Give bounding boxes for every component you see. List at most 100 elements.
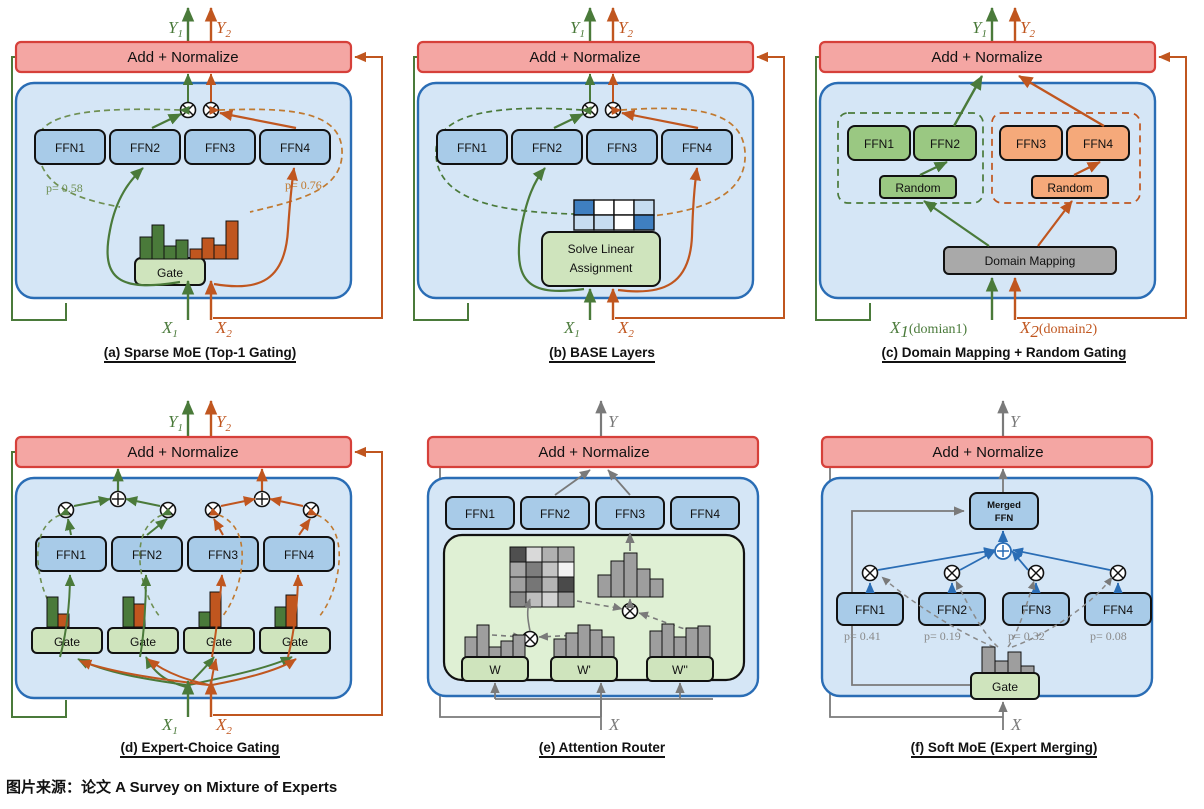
- ffn-label-4: FFN4: [1083, 137, 1113, 151]
- panel-d-caption: (d) Expert-Choice Gating: [0, 740, 400, 758]
- gate-histogram: [139, 220, 239, 260]
- panel-c-caption: (c) Domain Mapping + Random Gating: [804, 345, 1204, 363]
- ffn-label-2: FFN2: [532, 141, 562, 155]
- gate-label: Gate: [157, 266, 183, 280]
- input-label-x2: X2(domain2): [1019, 318, 1098, 341]
- prob-label-4: p= 0.08: [1090, 629, 1127, 643]
- output-label-y2: Y2: [216, 412, 231, 434]
- ffn-box-2: [111, 536, 183, 572]
- ffn-label-1: FFN1: [864, 137, 894, 151]
- prob-label-1: p= 0.41: [844, 629, 881, 643]
- weight-box-wp: [550, 656, 618, 682]
- panel-e-attention-router: Y Add + Normalize FFN1 FFN2 FFN3 FFN4: [402, 385, 802, 770]
- random-box-left: [879, 175, 957, 199]
- gate-box-3: [183, 627, 255, 654]
- input-label-x1: X1: [563, 318, 580, 340]
- attention-matrix: [509, 546, 575, 608]
- ffn-label-2: FFN2: [130, 141, 160, 155]
- multiply-node-orange: [202, 101, 220, 119]
- output-label-y1: Y1: [972, 18, 987, 40]
- ffn-label-2: FFN2: [930, 137, 960, 151]
- solve-linear-assignment-box: [541, 231, 661, 287]
- random-label-left: Random: [895, 181, 940, 195]
- panel-d-expert-choice: Y1 Y2 Add + Normalize: [0, 385, 400, 770]
- ffn-label-3: FFN3: [205, 141, 235, 155]
- output-label-y1: Y1: [168, 412, 183, 434]
- input-label-x1: X1(domian1): [889, 318, 968, 341]
- output-label-y: Y: [1010, 412, 1021, 431]
- ffn-box-2: [520, 496, 590, 530]
- ffn-label-4: FFN4: [1103, 603, 1133, 617]
- input-label-x2: X2: [215, 318, 232, 340]
- add-normalize-label: Add + Normalize: [127, 444, 238, 461]
- ffn-box-3: [999, 125, 1063, 161]
- multiply-node-2: [943, 564, 961, 582]
- add-normalize-box: [818, 40, 1157, 74]
- solve-linear-assignment-label-1: Solve Linear: [568, 242, 635, 256]
- ffn-label-1: FFN1: [855, 603, 885, 617]
- panel-a-sparse-moe: Y1 Y2 Add + Normalize: [0, 0, 400, 385]
- plus-node-green: [109, 490, 127, 508]
- ffn-box-2: [109, 129, 181, 165]
- prob-label-3: p= 0.32: [1008, 629, 1045, 643]
- add-normalize-box: [14, 435, 353, 469]
- prob-label-2: p= 0.19: [924, 629, 961, 643]
- multiply-node-lower: [521, 630, 539, 648]
- ffn-label-3: FFN3: [208, 548, 238, 562]
- ffn-label-1: FFN1: [465, 507, 495, 521]
- ffn-box-4: [1066, 125, 1130, 161]
- panel-f-soft-moe: Y Add + Normalize Merged FFN: [804, 385, 1204, 770]
- panel-c-domain-mapping: Y1 Y2 Add + Normalize FFN1 FFN2 FFN3 FFN…: [804, 0, 1204, 385]
- add-normalize-box: [426, 435, 760, 469]
- ffn-label-2: FFN2: [132, 548, 162, 562]
- router-histogram-w: [464, 624, 526, 658]
- multiply-node-green: [581, 101, 599, 119]
- panel-a-caption: (a) Sparse MoE (Top-1 Gating): [0, 345, 400, 363]
- multiply-node-1: [57, 501, 75, 519]
- input-label-x1: X1: [161, 715, 178, 737]
- weight-label-w: W: [489, 663, 501, 677]
- ffn-box-3: [586, 129, 658, 165]
- output-label-y2: Y2: [1020, 18, 1035, 40]
- ffn-box-1: [35, 536, 107, 572]
- ffn-box-1: [34, 129, 106, 165]
- prob-label-left: p= 0.58: [46, 181, 83, 195]
- add-normalize-label: Add + Normalize: [931, 49, 1042, 66]
- expert-group-domain1: [837, 112, 984, 204]
- ffn-box-3: [187, 536, 259, 572]
- panel-b-caption: (b) BASE Layers: [402, 345, 802, 363]
- gate-label-3: Gate: [206, 635, 232, 649]
- multiply-node-orange: [604, 101, 622, 119]
- ffn-label-1: FFN1: [56, 548, 86, 562]
- multiply-node-2: [159, 501, 177, 519]
- add-normalize-label: Add + Normalize: [127, 49, 238, 66]
- multiply-node-4: [1109, 564, 1127, 582]
- input-label-x2: X2: [617, 318, 634, 340]
- multiply-node-1: [861, 564, 879, 582]
- panel-e-caption: (e) Attention Router: [402, 740, 802, 758]
- add-normalize-label: Add + Normalize: [538, 444, 649, 461]
- random-label-right: Random: [1047, 181, 1092, 195]
- input-label-x: X: [608, 715, 620, 734]
- add-normalize-box: [14, 40, 353, 74]
- output-label-y1: Y1: [570, 18, 585, 40]
- domain-mapping-box: [943, 246, 1117, 275]
- plus-node-orange: [253, 490, 271, 508]
- multiply-node-3: [204, 501, 222, 519]
- merged-ffn-box: [969, 492, 1039, 530]
- output-label-y2: Y2: [618, 18, 633, 40]
- output-label-y1: Y1: [168, 18, 183, 40]
- ffn-label-3: FFN3: [607, 141, 637, 155]
- gate-label: Gate: [992, 680, 1018, 694]
- multiply-node-3: [1027, 564, 1045, 582]
- prob-label-right: p= 0.76: [285, 178, 322, 192]
- ffn-label-4: FFN4: [284, 548, 314, 562]
- gate-histogram: [981, 646, 1035, 674]
- multiply-node-upper: [621, 602, 639, 620]
- ffn-label-3: FFN3: [1016, 137, 1046, 151]
- router-histogram-mid: [597, 552, 664, 598]
- ffn-box-3: [595, 496, 665, 530]
- ffn-label-1: FFN1: [55, 141, 85, 155]
- ffn-box-4: [670, 496, 740, 530]
- domain-mapping-label: Domain Mapping: [985, 254, 1076, 268]
